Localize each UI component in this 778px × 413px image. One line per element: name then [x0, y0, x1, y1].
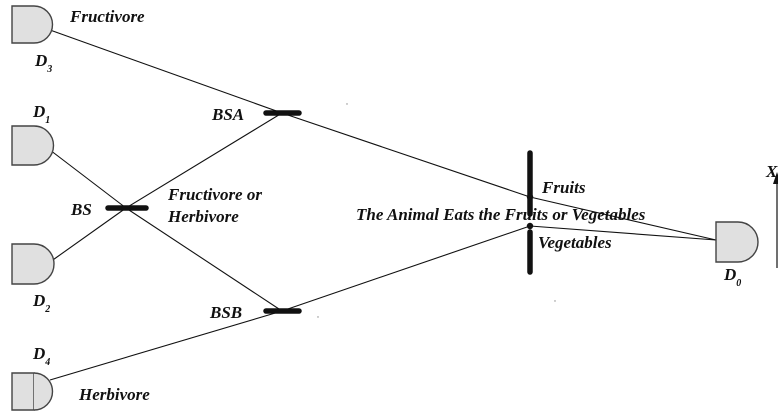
label-d0: D0 [723, 265, 741, 289]
label-bs: BS [70, 200, 92, 219]
beam-d1-to-bs [49, 149, 127, 209]
fruits-point [526, 193, 534, 201]
label-bsa: BSA [211, 105, 244, 124]
speck-2 [317, 316, 319, 318]
detector-d4-icon [11, 372, 35, 411]
label-d0-letter: D [723, 265, 736, 284]
label-fructivore: Fructivore [69, 7, 145, 26]
label-d1: D1 [32, 102, 50, 126]
beam-d2-to-bs [49, 207, 127, 263]
label-d1-letter: D [32, 102, 45, 121]
label-fructivore-or: Fructivore or [167, 185, 262, 204]
x-axis-arrowhead-icon [773, 172, 778, 184]
label-d0-sub: 0 [736, 278, 741, 289]
beam-d3-to-bsa [49, 29, 283, 114]
vegetables-point [526, 222, 534, 230]
label-fruits: Fruits [541, 178, 586, 197]
detector-d3-icon [11, 5, 54, 44]
label-d3-letter: D [34, 51, 47, 70]
beam-bsa-to-fruits [281, 112, 531, 198]
label-animal-eats: The Animal Eats the Fruits or Vegetables [356, 205, 646, 224]
beam-bsb-to-vegetables [281, 225, 531, 312]
label-herbivore: Herbivore [78, 385, 150, 404]
label-vegetables: Vegetables [538, 233, 612, 252]
beam-vegetables-to-d0 [529, 225, 717, 241]
label-d4-letter: D [32, 344, 45, 363]
detector-d4-cap-icon [33, 372, 54, 411]
detector-d0-icon [715, 221, 759, 263]
label-herbivore-line2: Herbivore [167, 207, 239, 226]
speck-1 [346, 103, 348, 105]
beam-d4-to-bsb [49, 310, 283, 381]
label-d1-sub: 1 [45, 115, 50, 126]
label-d4-sub: 4 [44, 357, 50, 368]
beam-bs-to-bsb [125, 207, 283, 312]
detector-d2-icon [11, 243, 55, 285]
label-d2: D2 [32, 291, 50, 315]
label-d4: D4 [32, 344, 50, 368]
label-d3-sub: 3 [46, 64, 52, 75]
label-d3: D3 [34, 51, 52, 75]
detector-d1-icon [11, 125, 55, 166]
label-d2-sub: 2 [44, 304, 50, 315]
label-bsb: BSB [209, 303, 242, 322]
label-d2-letter: D [32, 291, 45, 310]
label-axis-x: X [765, 162, 778, 181]
speck-3 [554, 300, 556, 302]
beam-fruits-to-d0 [529, 196, 717, 241]
beam-bs-to-bsa [125, 112, 283, 209]
